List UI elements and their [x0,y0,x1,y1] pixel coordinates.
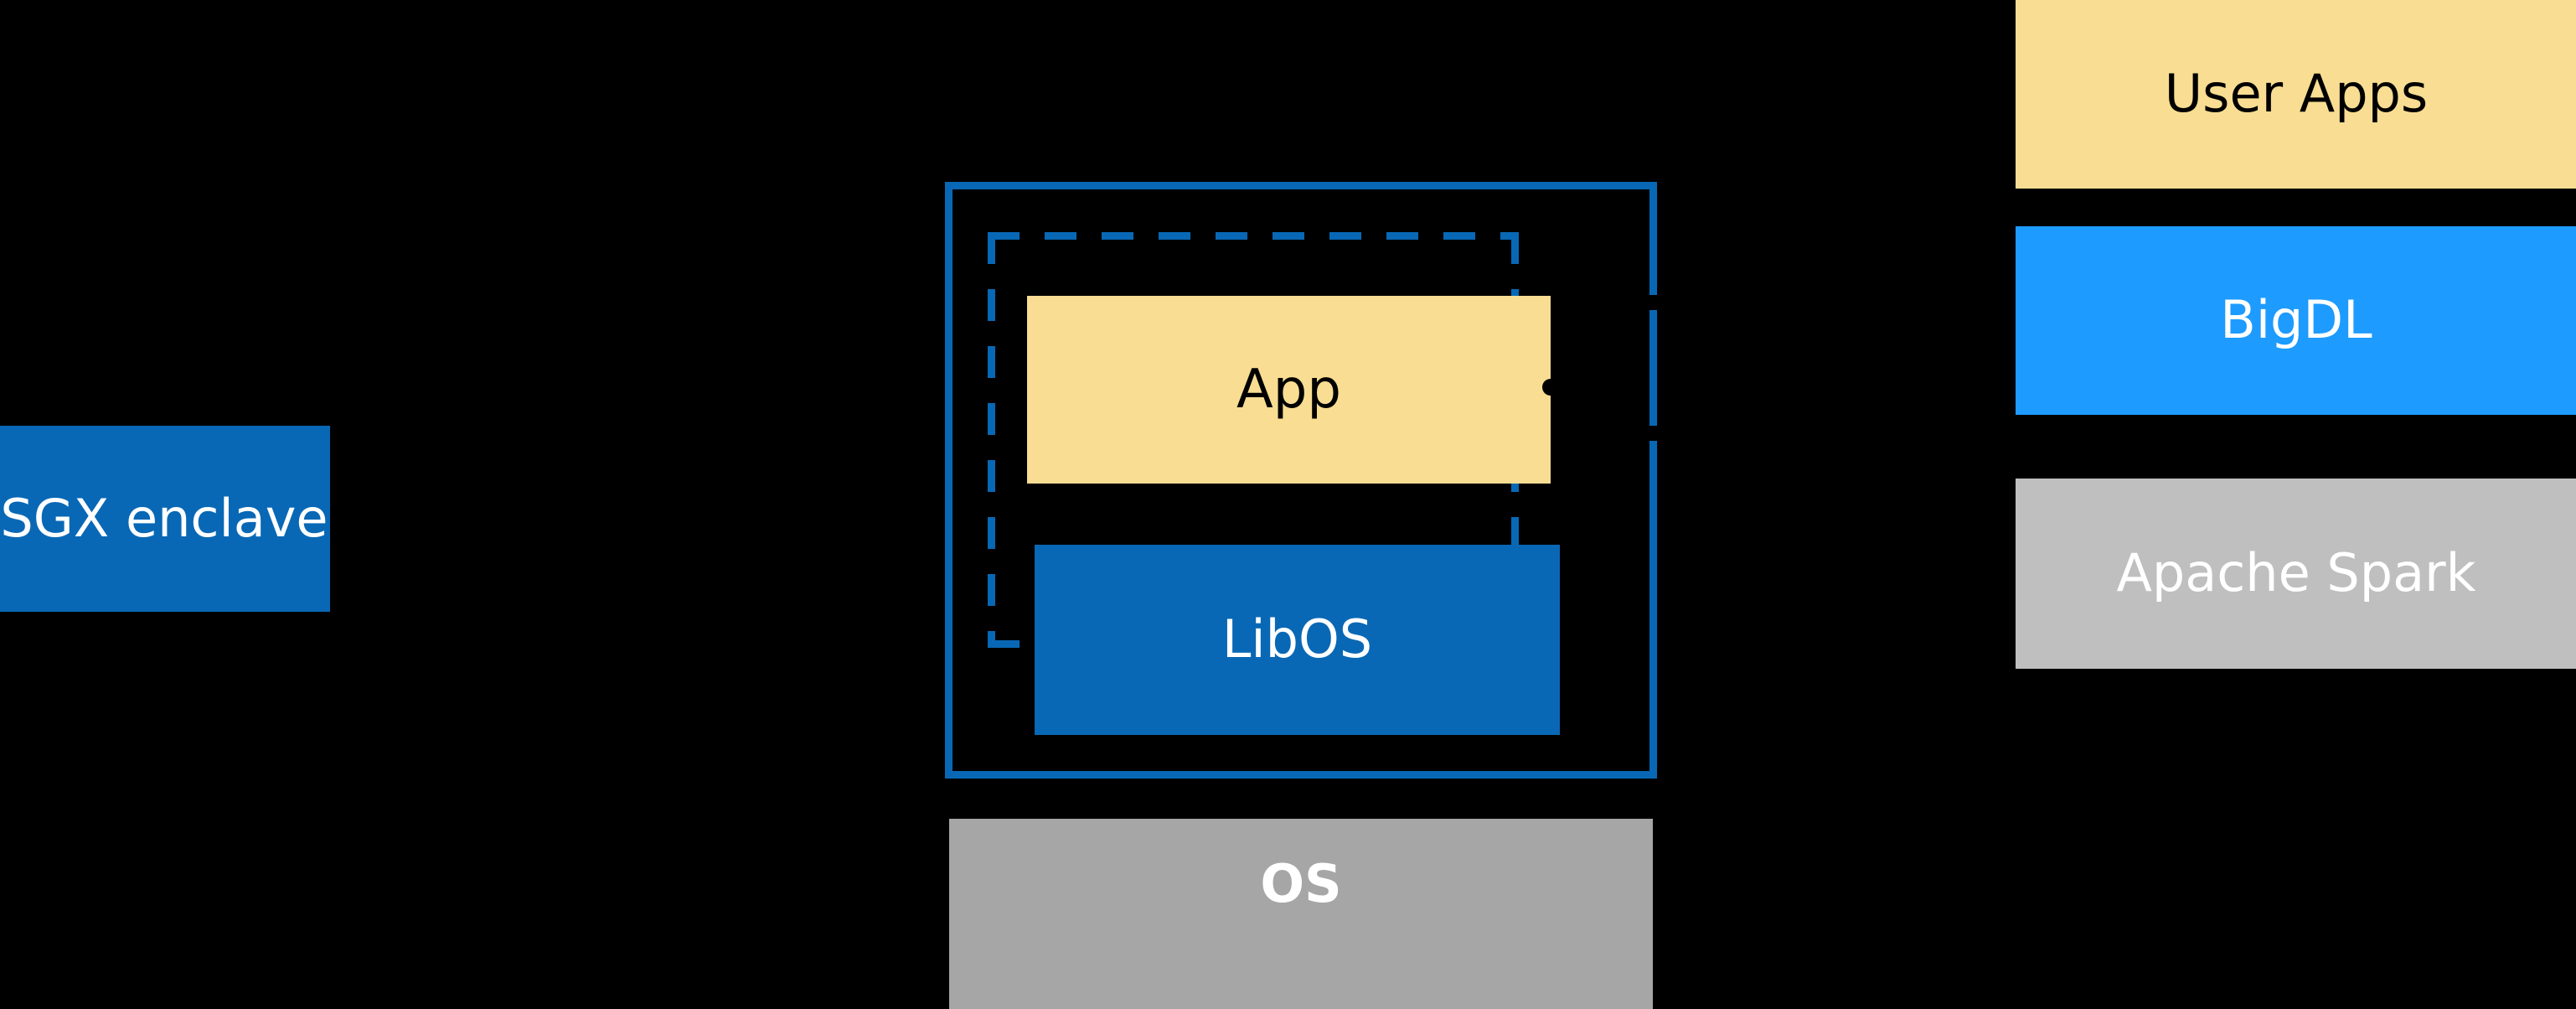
app-label: App [1236,358,1342,421]
app-leader-dot [1542,379,1559,396]
user-apps-label: User Apps [2164,63,2429,125]
user-apps-box[interactable]: User Apps [2016,0,2576,189]
sgx-enclave-label: SGX enclave [0,487,328,549]
os-label: OS [1260,852,1342,914]
apache-spark-label: Apache Spark [2116,542,2476,604]
bigdl-box[interactable]: BigDL [2016,226,2576,415]
apache-spark-box[interactable]: Apache Spark [2016,479,2576,669]
sgx-enclave-box[interactable]: SGX enclave [0,426,330,612]
libos-box[interactable]: LibOS [1035,545,1560,735]
app-box[interactable]: App [1027,296,1551,484]
enclave-boundary-rect [945,182,1657,779]
libos-label: LibOS [1221,608,1373,670]
sgx-enclave-leader-dot [506,507,523,524]
bigdl-label: BigDL [2220,289,2372,351]
os-box[interactable]: OS [949,819,1653,1009]
